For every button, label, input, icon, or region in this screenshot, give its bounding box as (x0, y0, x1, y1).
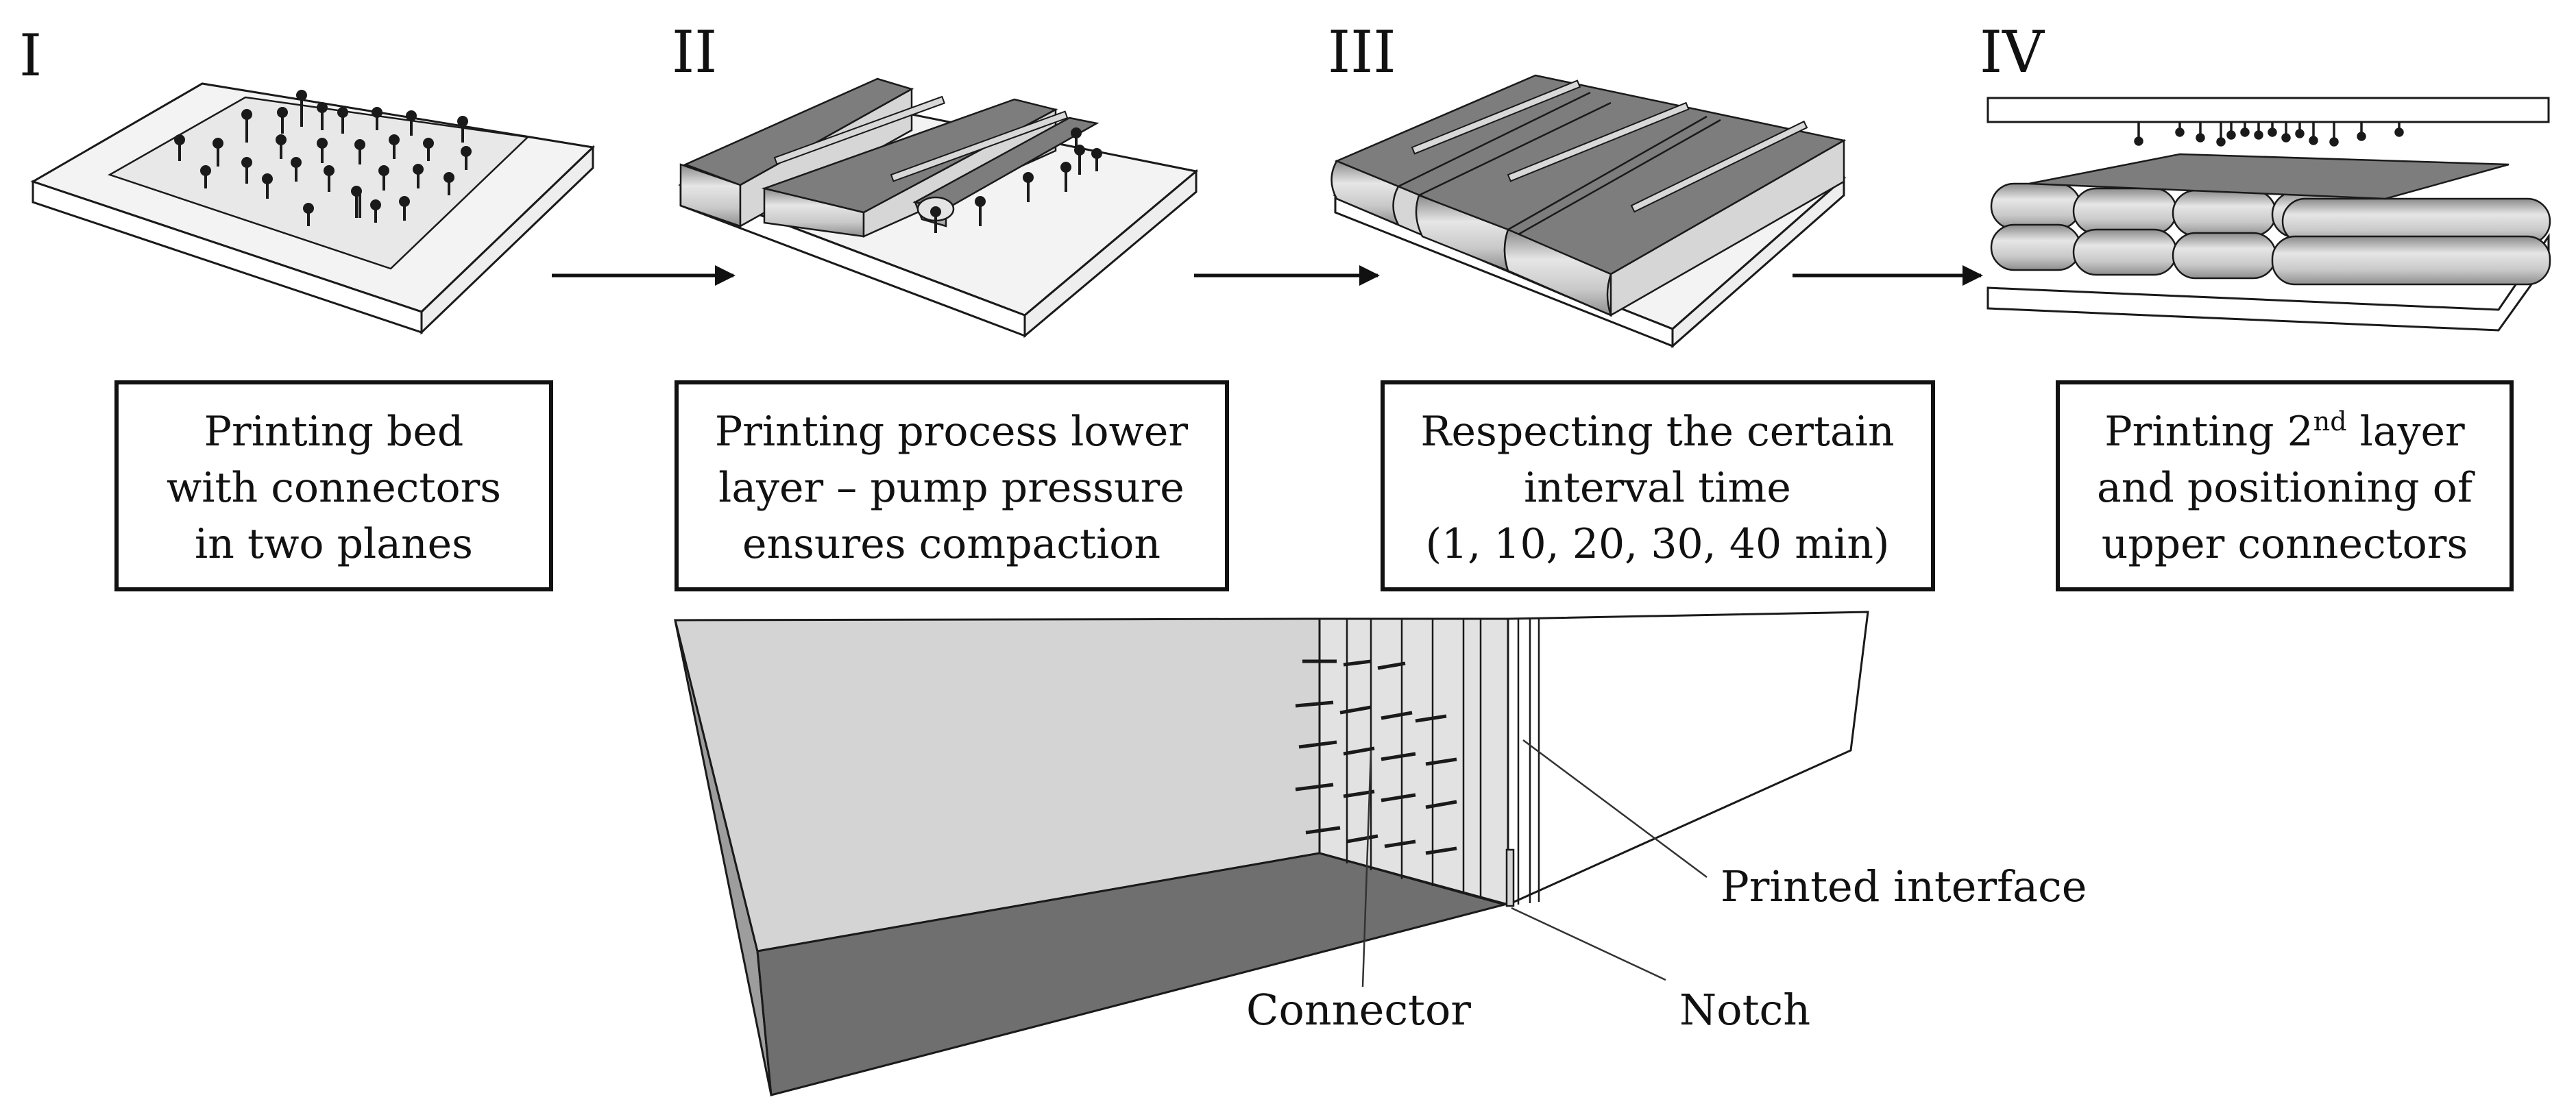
step-2-caption-line-2: layer – pump pressure (718, 464, 1184, 512)
notch-slot (1505, 848, 1515, 907)
step-4-caption-line-3: upper connectors (2102, 520, 2468, 568)
connector-pins (930, 127, 1102, 233)
step-4-second-layer (1986, 97, 2551, 332)
step-3-caption-line-2: interval time (1524, 464, 1791, 512)
step-4-caption-line-1: Printing 2nd layer (2104, 406, 2465, 456)
step-2-caption-line-3: ensures compaction (742, 520, 1161, 568)
step-2-caption-line-1: Printing process lower (715, 408, 1188, 456)
connector-label: Connector (1246, 985, 1471, 1035)
step-2-printing-lower-layer (678, 77, 1199, 339)
step-3-caption-line-3: (1, 10, 20, 30, 40 min) (1426, 520, 1890, 568)
horizontal-connectors (1295, 659, 1457, 855)
upper-connector-pins (2134, 122, 2404, 147)
step-1-caption-line-3: in two planes (195, 520, 473, 568)
step-1-printing-bed (30, 82, 596, 335)
step-4-caption-line-2: and positioning of (2097, 464, 2475, 512)
step-1-numeral: I (19, 22, 42, 89)
specimen-section (674, 611, 1869, 1096)
step-3-caption-line-1: Respecting the certain (1420, 408, 1894, 456)
step-1-caption-line-1: Printing bed (204, 408, 464, 456)
step-1-caption: Printing bed with connectors in two plan… (114, 380, 553, 591)
specimen-callouts: Printed interface Connector Notch (1246, 739, 2087, 1035)
printed-interface-leader (1522, 739, 1708, 879)
step-3-interval-time (1330, 74, 1847, 349)
step-4-caption: Printing 2nd layer and positioning of up… (2056, 380, 2514, 591)
upper-plate (1986, 97, 2550, 123)
step-3-caption: Respecting the certain interval time (1,… (1381, 380, 1935, 591)
step-3-numeral: III (1328, 19, 1396, 86)
notch-label: Notch (1679, 985, 1810, 1035)
notch-leader (1511, 907, 1666, 981)
interface-strips (1346, 619, 1540, 905)
filament-stack (1990, 153, 2551, 286)
printed-interface-label: Printed interface (1721, 861, 2087, 911)
connector-leader (1361, 750, 1372, 987)
step-2-numeral: II (672, 19, 717, 86)
step-1-caption-line-2: with connectors (167, 464, 501, 512)
step-2-caption: Printing process lower layer – pump pres… (675, 380, 1229, 591)
step-4-numeral: IV (1980, 19, 2045, 86)
connector-pins (174, 90, 472, 226)
